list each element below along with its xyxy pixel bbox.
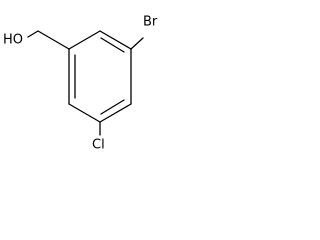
bromo-label: Br [143,15,158,30]
ring-double-bond-inner-2 [100,99,125,115]
ring-bond-c4-c5 [68,103,101,123]
bond-ch2-to-oh [27,30,39,38]
bond-ring-to-br [130,37,144,50]
ring-double-bond-inner-1 [100,37,125,53]
bond-ring-to-ch2 [37,30,70,50]
chemical-structure: HO Br Cl [3,15,158,153]
substituent-bonds [27,30,144,136]
ring-bond-c3-c4 [99,103,132,123]
chloro-label: Cl [92,138,105,153]
hydroxyl-label: HO [3,33,23,48]
ring-bond-c6-c1 [68,30,101,50]
ring-bond-c1-c2 [99,30,132,50]
benzene-ring [68,30,132,123]
